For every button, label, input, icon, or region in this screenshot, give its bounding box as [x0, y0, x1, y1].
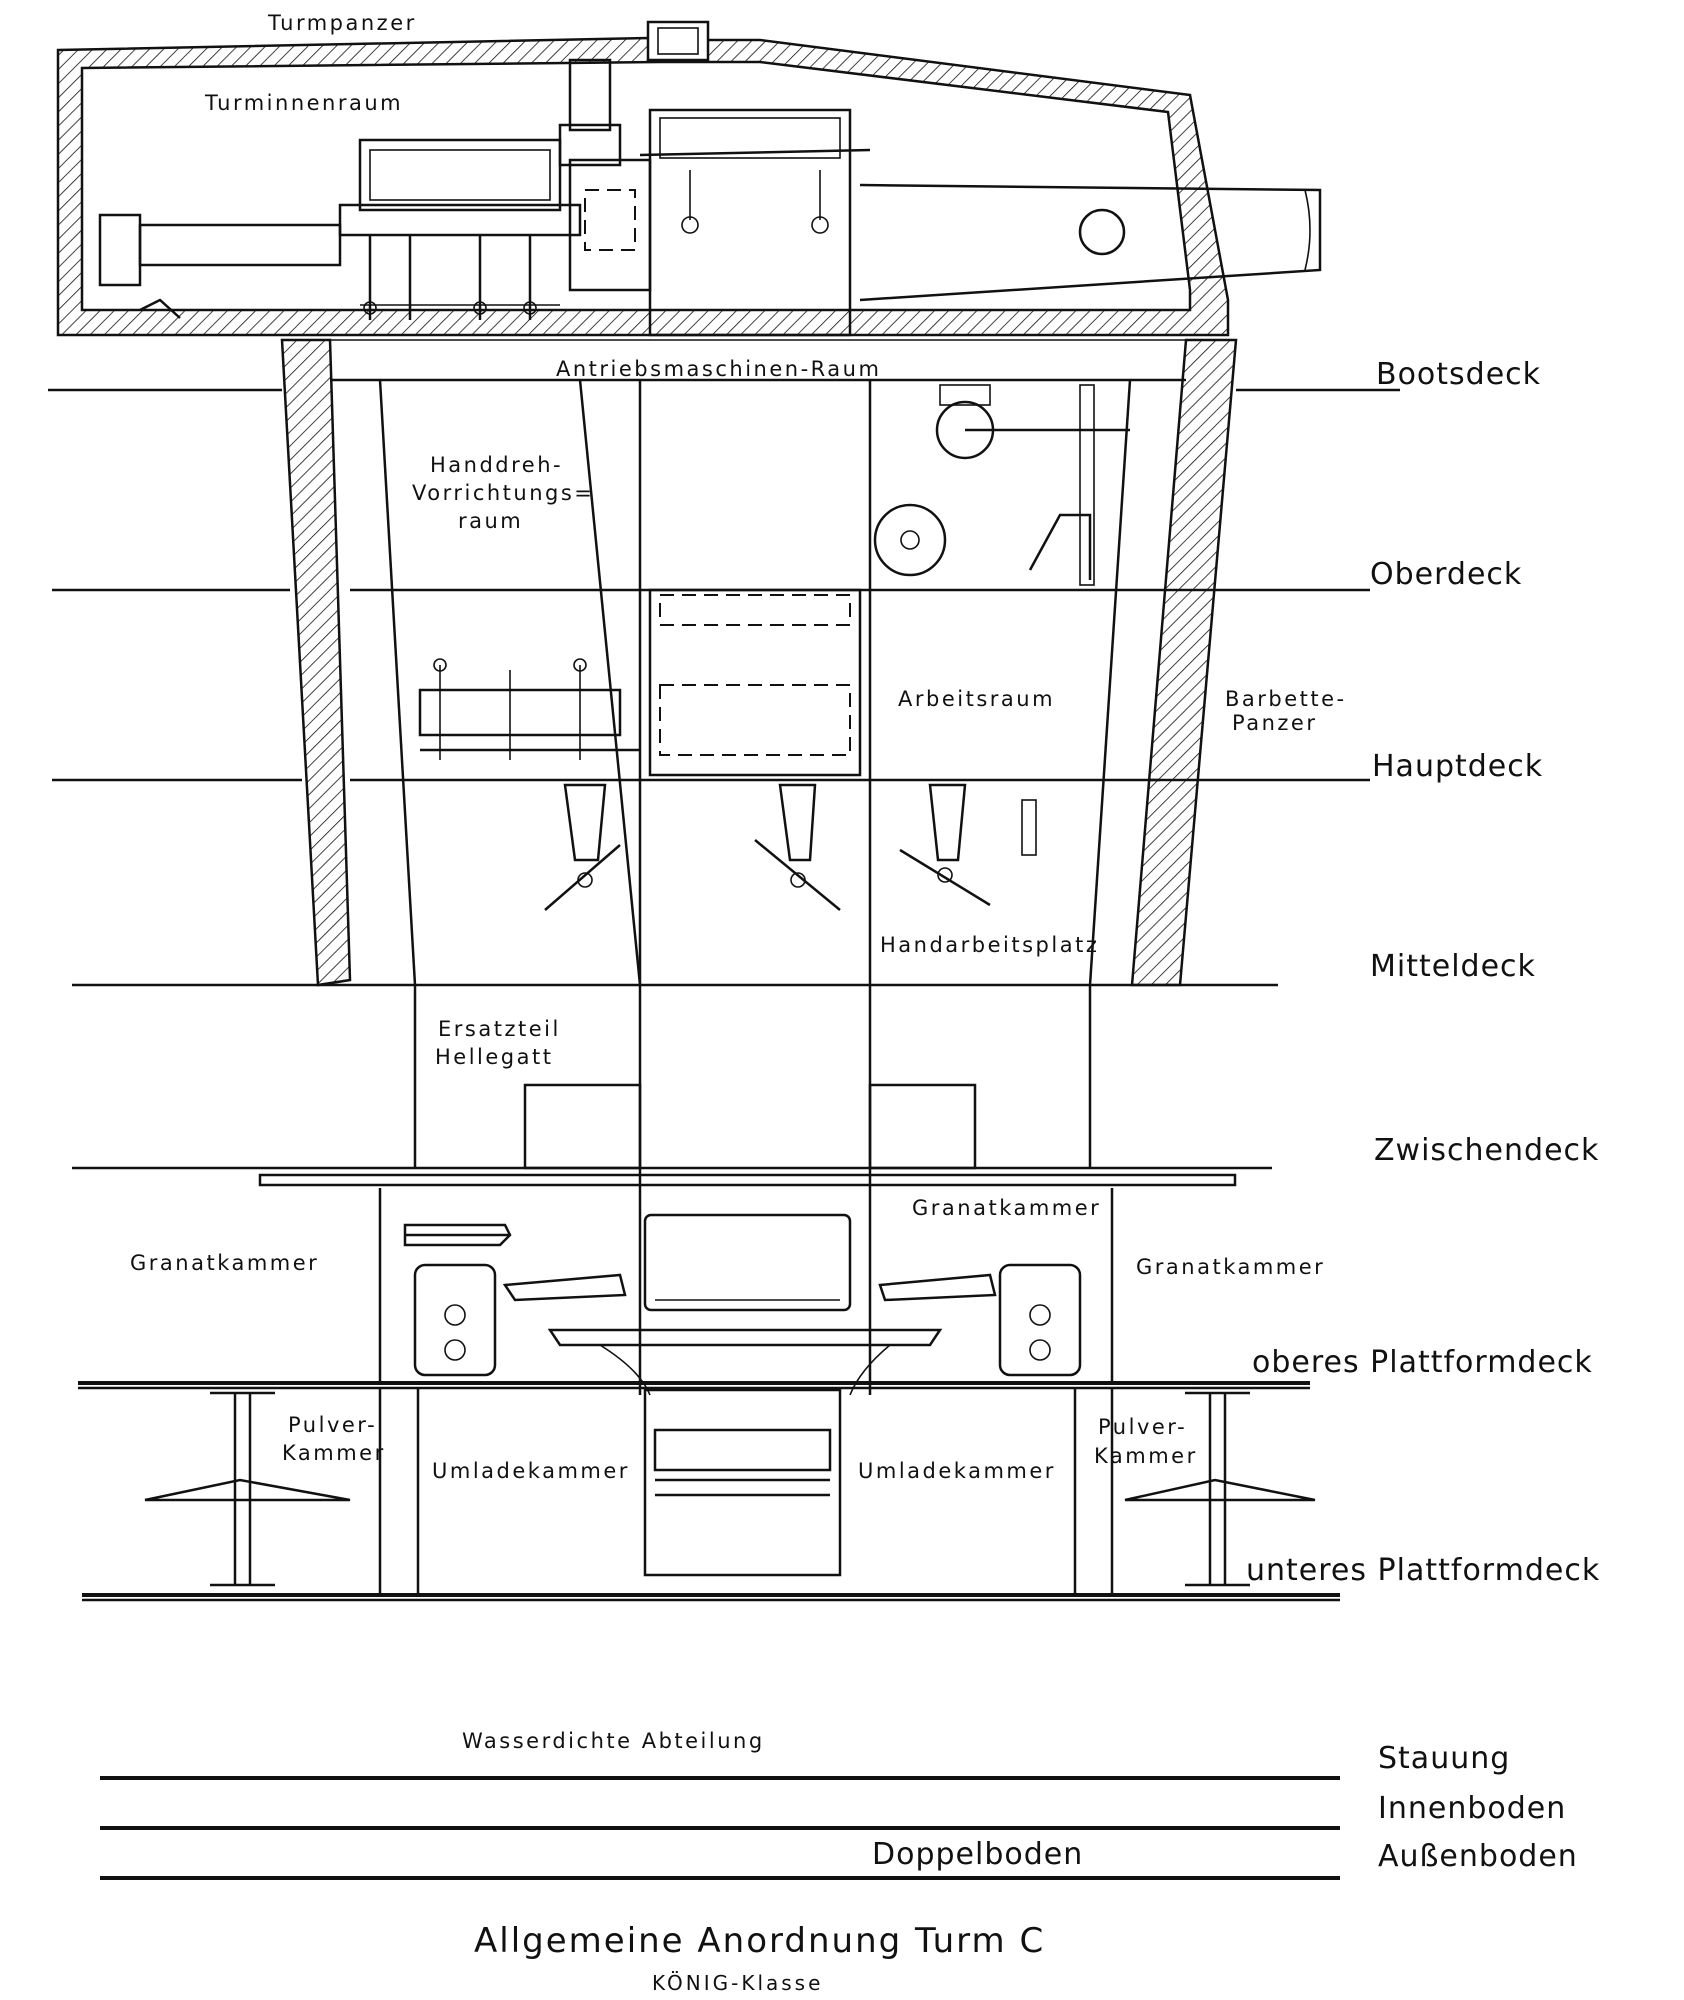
label-umladekammer-left: Umladekammer — [432, 1459, 630, 1483]
label-barbette-2: Panzer — [1232, 711, 1317, 735]
label-bootsdeck: Bootsdeck — [1376, 357, 1541, 392]
ammunition-trunk — [258, 339, 1237, 1395]
label-aussenboden: Außenboden — [1378, 1839, 1578, 1874]
turret-labels: Turmpanzer Turminnenraum — [204, 11, 417, 115]
label-ersatzteil-2: Hellegatt — [435, 1045, 553, 1069]
label-pulver-right-2: Kammer — [1094, 1444, 1198, 1468]
label-wasserdichte-abteilung: Wasserdichte Abteilung — [462, 1729, 765, 1753]
label-pulver-right-1: Pulver- — [1098, 1415, 1187, 1439]
turret-armor — [56, 20, 1230, 337]
label-arbeitsraum: Arbeitsraum — [898, 687, 1055, 711]
label-oberes-plattformdeck: oberes Plattformdeck — [1252, 1345, 1593, 1380]
label-zwischendeck: Zwischendeck — [1374, 1133, 1599, 1168]
label-umladekammer-right: Umladekammer — [858, 1459, 1056, 1483]
label-stauung: Stauung — [1378, 1741, 1510, 1776]
label-turmpanzer: Turmpanzer — [267, 11, 417, 35]
label-hauptdeck: Hauptdeck — [1372, 749, 1543, 784]
label-pulver-left-2: Kammer — [282, 1441, 386, 1465]
label-turminnenraum: Turminnenraum — [204, 91, 403, 115]
label-antriebsmaschinen-raum: Antriebsmaschinen-Raum — [556, 357, 881, 381]
label-granatkammer-right: Granatkammer — [1136, 1255, 1325, 1279]
label-doppelboden: Doppelboden — [872, 1837, 1083, 1872]
label-handdreh-2: Vorrichtungs= — [412, 481, 594, 505]
diagram-subtitle: KÖNIG-Klasse — [652, 1971, 823, 1995]
label-handarbeitsplatz: Handarbeitsplatz — [880, 933, 1099, 957]
diagram-title-block: Allgemeine Anordnung Turm C KÖNIG-Klasse — [474, 1921, 1045, 1995]
label-mitteldeck: Mitteldeck — [1370, 949, 1536, 984]
room-labels: Antriebsmaschinen-Raum Handdreh- Vorrich… — [130, 357, 1347, 1872]
gun-barrel — [859, 183, 1322, 302]
barbette-armor — [280, 338, 1238, 987]
deck-labels: Bootsdeck Oberdeck Hauptdeck Mitteldeck … — [1246, 357, 1600, 1874]
deck-lines — [48, 388, 1400, 1880]
shell-handling-machinery — [378, 1188, 1114, 1396]
diagram-title: Allgemeine Anordnung Turm C — [474, 1921, 1045, 1961]
training-machinery — [418, 384, 1130, 911]
label-ersatzteil-1: Ersatzteil — [438, 1017, 561, 1041]
powder-rooms — [144, 1388, 1316, 1595]
label-barbette-1: Barbette- — [1225, 687, 1347, 711]
label-unteres-plattformdeck: unteres Plattformdeck — [1246, 1553, 1600, 1588]
label-pulver-left-1: Pulver- — [288, 1413, 377, 1437]
label-granatkammer-center: Granatkammer — [912, 1196, 1101, 1220]
label-granatkammer-left: Granatkammer — [130, 1251, 319, 1275]
gun-mechanism — [98, 58, 871, 337]
label-handdreh-3: raum — [458, 509, 523, 533]
label-oberdeck: Oberdeck — [1370, 557, 1522, 592]
label-handdreh-1: Handdreh- — [430, 453, 563, 477]
label-innenboden: Innenboden — [1378, 1791, 1566, 1826]
